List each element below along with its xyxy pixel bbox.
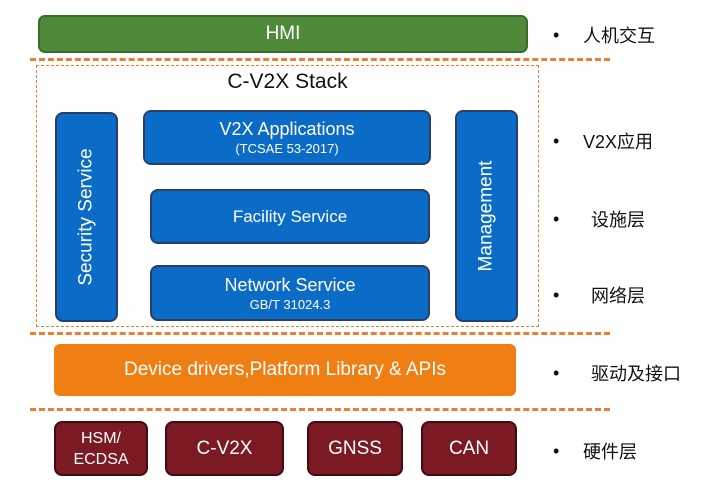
legend-item-network: • 网络层 bbox=[553, 282, 645, 308]
hardware-cv2x: C-V2X bbox=[165, 421, 284, 476]
security-service-block: Security Service bbox=[55, 112, 118, 322]
hardware-cv2x-label: C-V2X bbox=[196, 437, 253, 459]
platform-label: Device drivers,Platform Library & APIs bbox=[123, 359, 447, 380]
hardware-gnss: GNSS bbox=[307, 421, 403, 476]
v2x-applications-block: V2X Applications (TCSAE 53-2017) bbox=[143, 110, 431, 165]
network-service-block: Network Service GB/T 31024.3 bbox=[150, 265, 430, 321]
hmi-layer: HMI bbox=[38, 15, 528, 53]
facility-service-label: Facility Service bbox=[232, 206, 348, 226]
legend-bullet: • bbox=[553, 284, 560, 305]
security-service-label: Security Service bbox=[75, 148, 97, 286]
legend-label: 网络层 bbox=[591, 286, 645, 306]
hardware-hsm-ecdsa: HSM/ ECDSA bbox=[54, 421, 148, 476]
facility-service-block: Facility Service bbox=[150, 189, 430, 244]
legend-label: V2X应用 bbox=[583, 132, 654, 152]
stack-title: C-V2X Stack bbox=[227, 70, 348, 93]
cv2x-stack-container bbox=[36, 65, 539, 327]
management-block: Management bbox=[455, 110, 518, 322]
legend-item-drivers: • 驱动及接口 bbox=[553, 360, 681, 386]
legend-label: 驱动及接口 bbox=[591, 364, 681, 384]
hardware-can: CAN bbox=[421, 421, 517, 476]
hardware-gnss-label: GNSS bbox=[328, 437, 382, 459]
hmi-label: HMI bbox=[265, 23, 301, 44]
v2x-applications-standard: (TCSAE 53-2017) bbox=[235, 141, 339, 156]
legend-label: 设施层 bbox=[591, 210, 645, 230]
divider-platform bbox=[30, 408, 610, 411]
legend-bullet: • bbox=[553, 440, 560, 461]
legend-bullet: • bbox=[553, 362, 560, 383]
divider-hmi bbox=[30, 58, 610, 61]
divider-stack bbox=[30, 332, 610, 335]
legend-item-facility: • 设施层 bbox=[553, 206, 645, 232]
legend-bullet: • bbox=[553, 208, 560, 229]
management-label: Management bbox=[475, 160, 497, 272]
legend-item-hmi: • 人机交互 bbox=[553, 22, 655, 48]
v2x-applications-label: V2X Applications bbox=[219, 119, 355, 139]
legend-item-hardware: • 硬件层 bbox=[553, 438, 637, 464]
network-service-standard: GB/T 31024.3 bbox=[249, 296, 331, 312]
legend-label: 人机交互 bbox=[583, 26, 655, 46]
hardware-can-label: CAN bbox=[448, 437, 490, 459]
legend-bullet: • bbox=[553, 24, 560, 45]
network-service-label: Network Service bbox=[224, 274, 356, 295]
platform-layer: Device drivers,Platform Library & APIs bbox=[54, 344, 516, 396]
legend-item-v2x: • V2X应用 bbox=[553, 128, 653, 154]
legend-label: 硬件层 bbox=[583, 442, 637, 462]
legend-bullet: • bbox=[553, 130, 560, 151]
